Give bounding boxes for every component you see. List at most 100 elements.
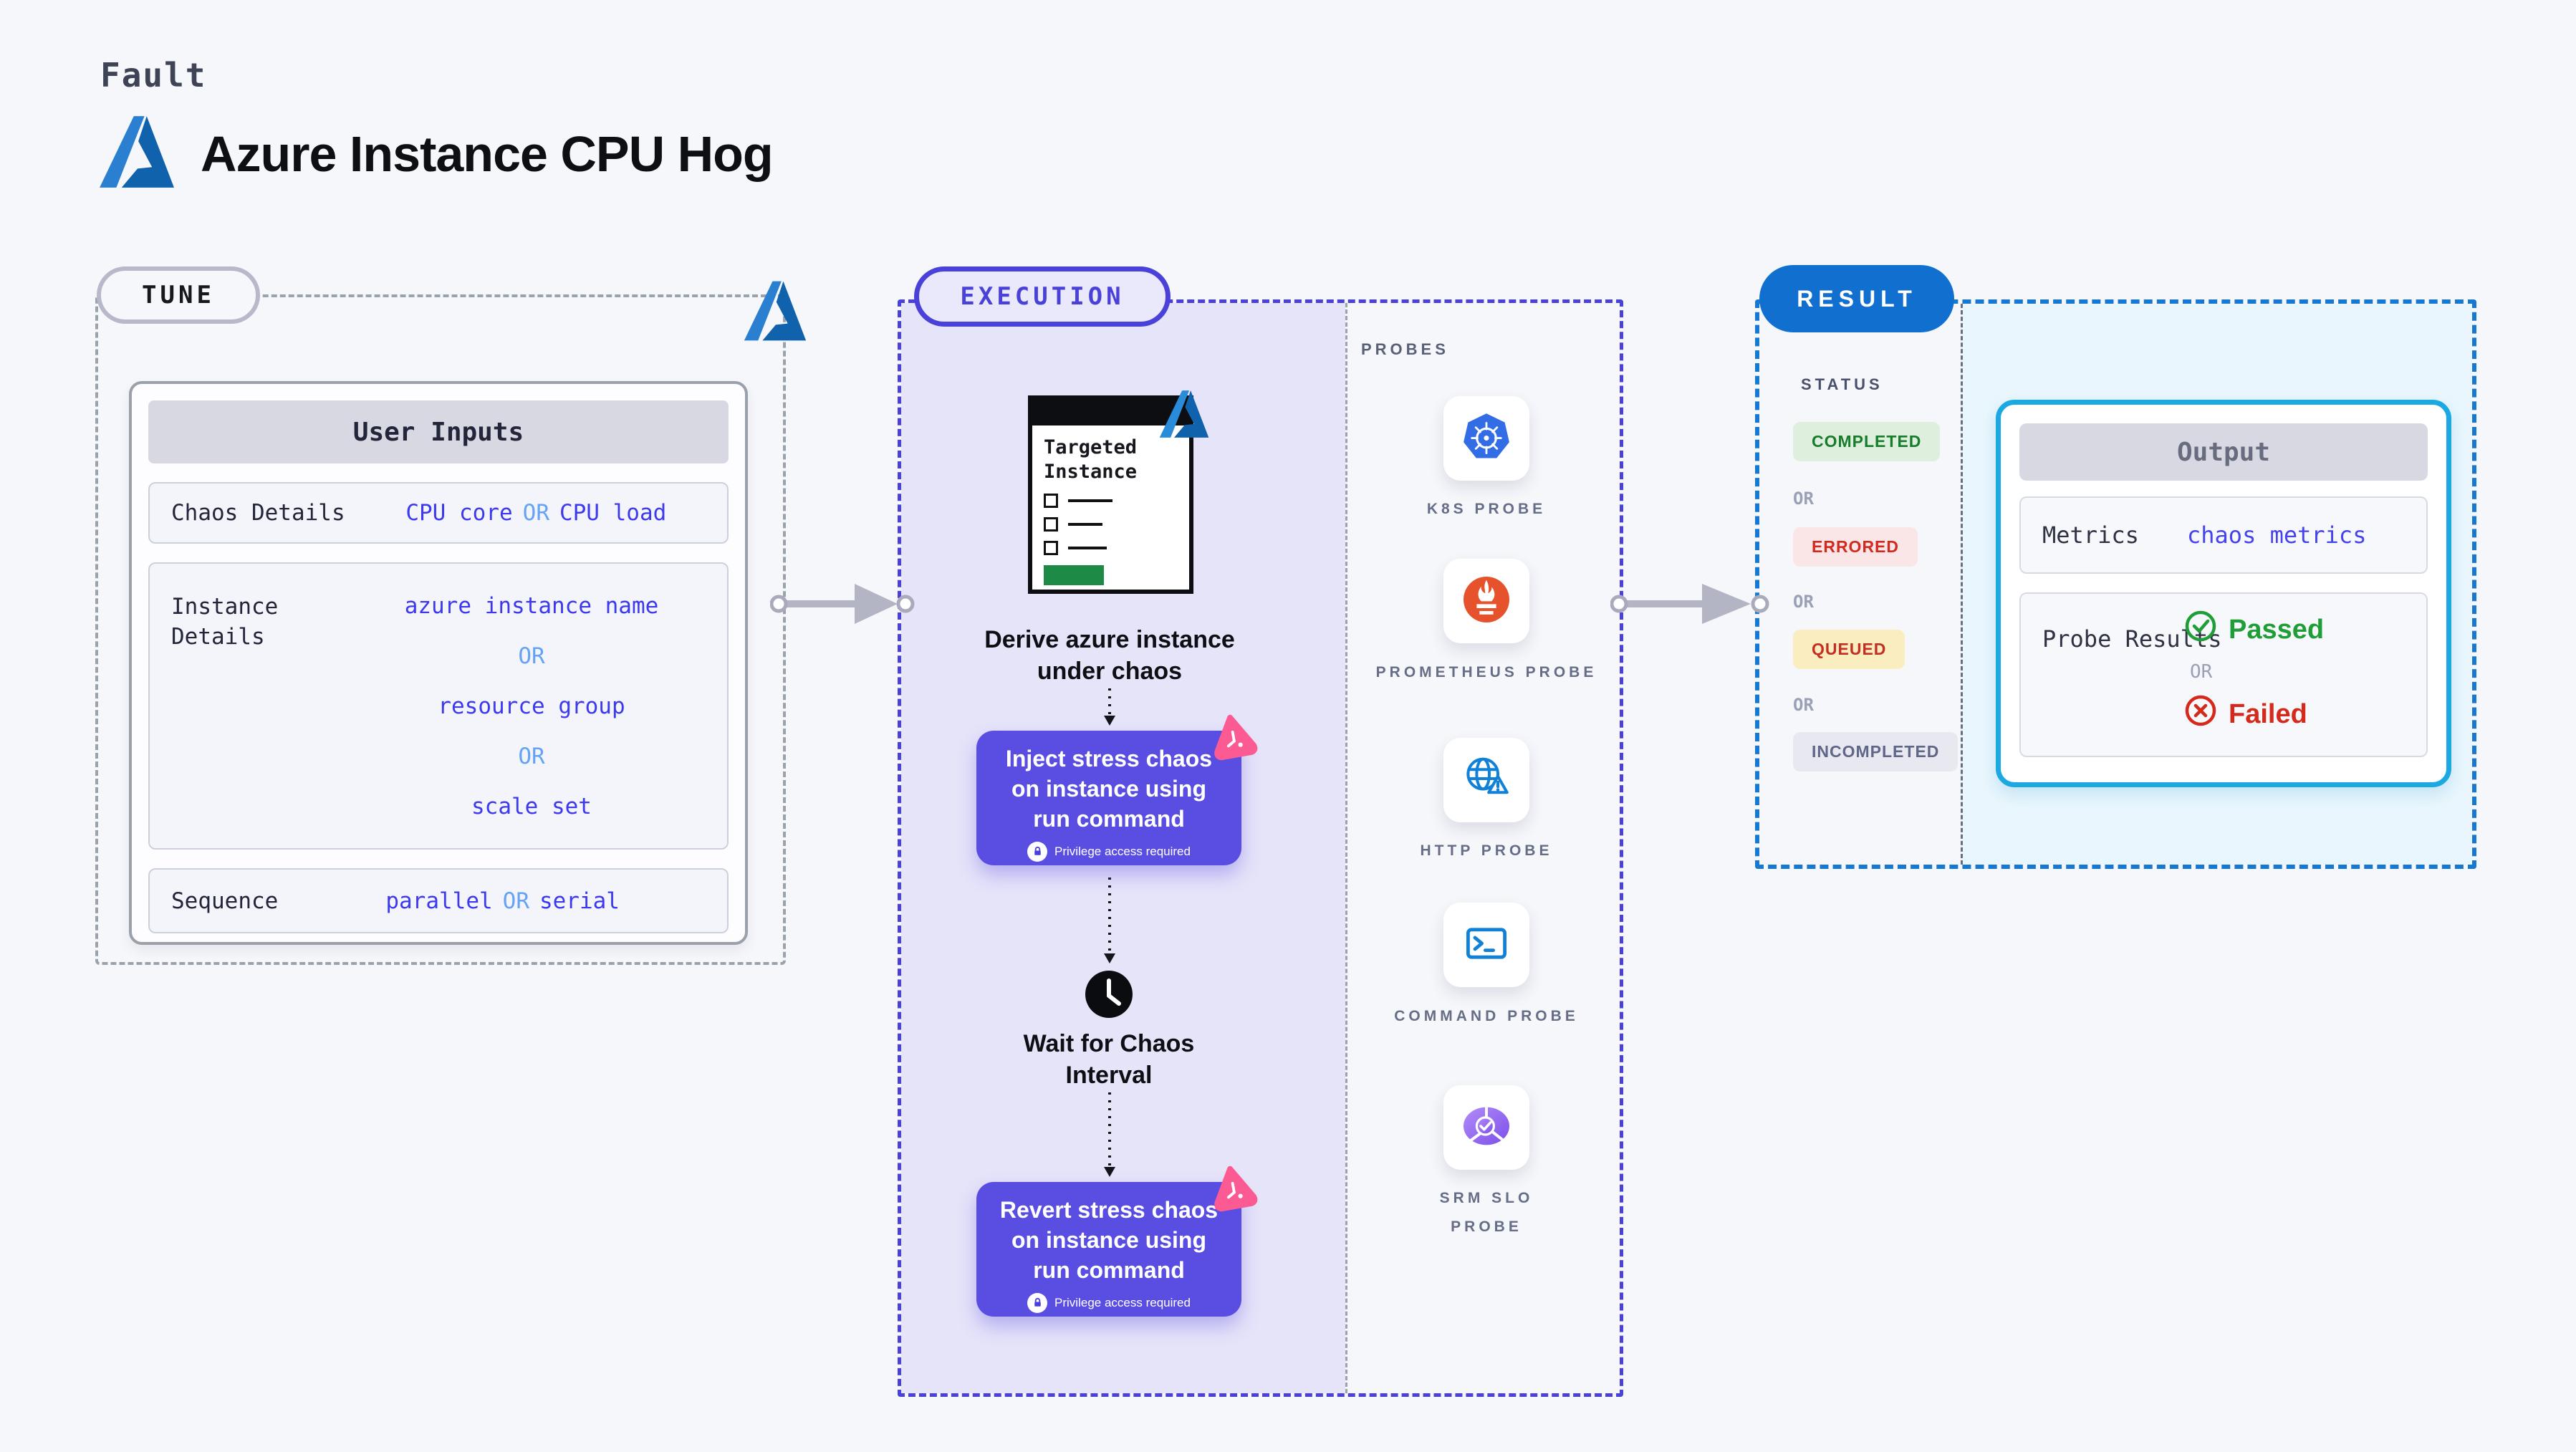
check-circle-icon (2184, 610, 2217, 650)
output-header: Output (2019, 423, 2428, 481)
probe-label-command: COMMAND PROBE (1394, 1008, 1579, 1024)
or-separator: OR (1793, 489, 1814, 509)
terminal-icon (1458, 915, 1515, 976)
instance-details-label: Instance Details (171, 594, 279, 650)
window-titlebar (1032, 400, 1189, 425)
or-separator: OR (1793, 695, 1814, 715)
status-badge-errored: ERRORED (1793, 527, 1918, 567)
tune-section (95, 294, 786, 965)
instance-option-2: resource group (438, 693, 625, 719)
fault-eyebrow: Fault (100, 56, 207, 95)
instance-option-3: scale set (471, 793, 592, 819)
checkbox-icon (1044, 516, 1058, 532)
metrics-row: Metrics chaos metrics (2019, 496, 2428, 574)
list-line (1068, 546, 1107, 549)
page-title: Azure Instance CPU Hog (201, 125, 774, 182)
probe-card-srm-slo (1443, 1085, 1529, 1170)
kubernetes-icon (1458, 409, 1514, 468)
status-heading: STATUS (1801, 375, 1883, 393)
arrow-right-icon (769, 580, 915, 631)
chaos-hub-icon (1208, 1161, 1260, 1216)
arrow-right-icon (1610, 580, 1769, 631)
chaos-details-row: Chaos Details CPU core OR CPU load (148, 482, 729, 544)
x-circle-icon (2184, 694, 2217, 734)
probes-heading: PROBES (1361, 340, 1449, 358)
sequence-value: parallel OR serial (278, 888, 727, 914)
sequence-option-1: parallel (385, 888, 493, 914)
sequence-label: Sequence (171, 888, 279, 914)
probe-label-srm-slo: SRM SLO PROBE (1439, 1190, 1534, 1235)
probes-panel (1345, 303, 1620, 1393)
list-line (1068, 499, 1112, 502)
output-card: Output Metrics chaos metrics Probe Resul… (1996, 400, 2451, 787)
probe-results-row: Probe Results Passed OR (2019, 592, 2428, 757)
slo-donut-check-icon (1458, 1097, 1515, 1158)
inject-chaos-label: Inject stress chaos on instance using ru… (1005, 746, 1213, 832)
or-separator: OR (1793, 592, 1814, 612)
probe-card-http (1443, 738, 1529, 822)
instance-option-1: azure instance name (404, 592, 659, 619)
targeted-instance-line2: Instance (1044, 460, 1138, 483)
targeted-instance-line1: Targeted (1044, 436, 1138, 458)
probe-label-http: HTTP PROBE (1420, 842, 1553, 859)
inject-chaos-step: Inject stress chaos on instance using ru… (976, 714, 1258, 865)
probe-card-command (1443, 903, 1529, 987)
revert-chaos-label: Revert stress chaos on instance using ru… (999, 1197, 1219, 1284)
tune-pill: TUNE (97, 266, 260, 324)
passed-result: Passed (2184, 610, 2324, 650)
revert-chaos-step: Revert stress chaos on instance using ru… (976, 1165, 1258, 1317)
or-separator: OR (522, 500, 549, 526)
chaos-hub-icon (1208, 710, 1260, 765)
probe-results-label: Probe Results (2042, 625, 2222, 653)
user-inputs-card: User Inputs Chaos Details CPU core OR CP… (129, 381, 748, 945)
status-badge-queued: QUEUED (1793, 630, 1905, 669)
dotted-arrow-icon (1101, 878, 1118, 967)
privilege-note: Privilege access required (976, 841, 1241, 862)
privilege-text: Privilege access required (1054, 844, 1191, 858)
privilege-text: Privilege access required (1054, 1295, 1191, 1309)
prometheus-icon (1458, 571, 1515, 632)
result-pill: RESULT (1759, 265, 1954, 332)
dotted-arrow-icon (1101, 688, 1118, 729)
execution-pill: EXECUTION (914, 266, 1171, 327)
chaos-option-1: CPU core (405, 500, 513, 526)
sequence-row: Sequence parallel OR serial (148, 868, 729, 933)
or-separator: OR (2190, 661, 2213, 683)
metrics-value: chaos metrics (2187, 521, 2367, 549)
checkbox-row (1044, 540, 1178, 555)
dotted-arrow-icon (1101, 1092, 1118, 1181)
privilege-note: Privilege access required (976, 1292, 1241, 1313)
checkbox-row (1044, 493, 1178, 508)
wait-step-label: Wait for Chaos Interval (1023, 1030, 1195, 1090)
checkbox-row (1044, 516, 1178, 532)
azure-logo-icon (1159, 388, 1209, 443)
result-section: STATUS COMPLETED OR ERRORED OR QUEUED OR… (1755, 299, 2476, 869)
checkbox-icon (1044, 493, 1058, 508)
status-badge-incompleted: INCOMPLETED (1793, 732, 1959, 771)
or-separator: OR (518, 743, 545, 769)
chaos-option-2: CPU load (559, 500, 667, 526)
title-row: Azure Instance CPU Hog (99, 113, 774, 194)
probe-label-prometheus: PROMETHEUS PROBE (1375, 664, 1597, 681)
instance-details-value: azure instance name OR resource group OR… (336, 564, 727, 848)
lock-icon (1027, 1292, 1048, 1313)
probe-label-k8s: K8S PROBE (1426, 501, 1547, 517)
clock-icon (1084, 969, 1134, 1023)
azure-logo-icon (744, 278, 807, 347)
failed-result: Failed (2184, 694, 2324, 734)
targeted-instance-card: Targeted Instance (1028, 390, 1209, 594)
execution-section: Targeted Instance Derive azure instance … (898, 299, 1623, 1397)
progress-bar (1044, 564, 1104, 585)
probe-card-k8s (1443, 396, 1529, 481)
status-badge-completed: COMPLETED (1793, 422, 1941, 461)
probe-card-prometheus (1443, 559, 1529, 643)
sequence-option-2: serial (539, 888, 620, 914)
chaos-details-value: CPU core OR CPU load (345, 500, 727, 526)
or-separator: OR (518, 643, 545, 669)
checkbox-icon (1044, 540, 1058, 555)
metrics-label: Metrics (2042, 521, 2139, 549)
lock-icon (1027, 841, 1048, 862)
or-separator: OR (502, 888, 529, 914)
derive-step-label: Derive azure instance under chaos (984, 626, 1235, 686)
